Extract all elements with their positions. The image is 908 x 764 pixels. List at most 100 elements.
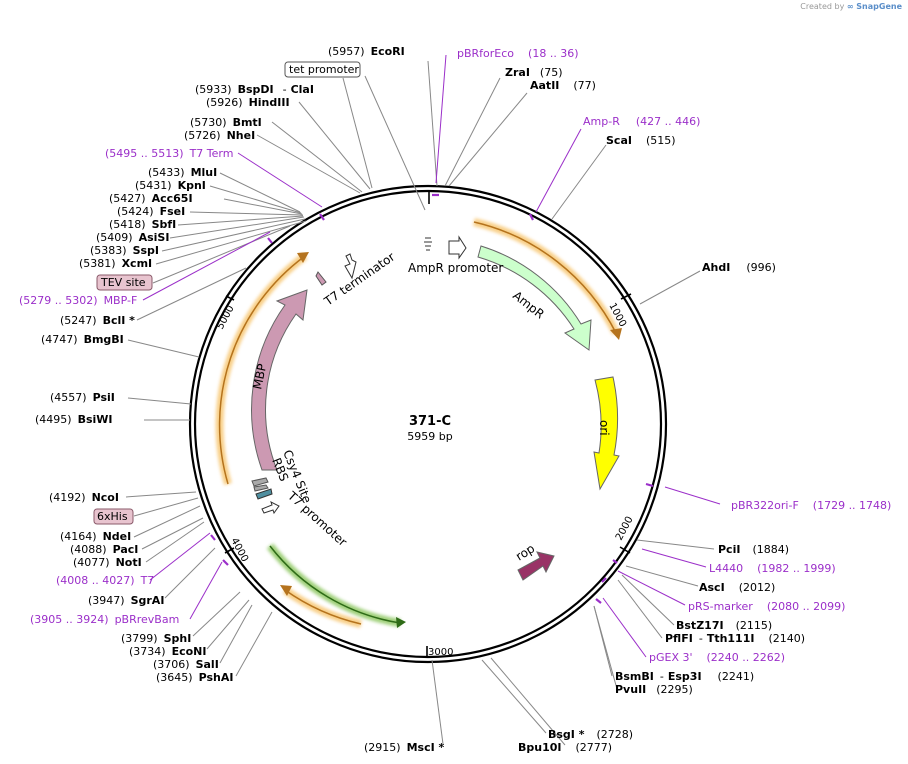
line-bpu10i (490, 657, 566, 746)
primer-mark-t7 (210, 534, 216, 541)
line-bmgbi (127, 339, 200, 358)
site-ahdi: AhdI(996) (702, 261, 776, 274)
line-paci (141, 517, 204, 550)
line-pvuii (593, 605, 618, 690)
primer-pbr322-name: pBR322ori-F (731, 499, 799, 512)
primer-ampr-range: (427 .. 446) (636, 115, 701, 128)
feature-t7-promoter-arrow (261, 501, 280, 515)
site-scai-name: ScaI (606, 134, 632, 147)
feature-rbs-mark (253, 484, 269, 492)
site-mlui-name: MluI (191, 166, 218, 179)
feature-ampr-arrow (477, 245, 592, 351)
primer-pbrforeco: pBRforEco(18 .. 36) (457, 47, 579, 60)
site-bspdi-name: BspDI (238, 83, 274, 96)
primer-mbpf-range: (5279 .. 5302) (19, 294, 98, 307)
primer-mbpf: (5279 .. 5302) MBP-F (19, 294, 137, 307)
site-asisi-pos: (5409) (96, 231, 133, 244)
site-ecori-pos: (5957) (328, 45, 365, 58)
site-asci-name: AscI (699, 581, 725, 594)
site-psii: (4557)PsiI (50, 391, 115, 404)
site-sbfi-name: SbfI (152, 218, 177, 231)
primer-prsmarker: pRS-marker(2080 .. 2099) (688, 600, 845, 613)
primer-pbrforeco-range: (18 .. 36) (528, 47, 579, 60)
site-hindiii-pos: (5926) (206, 96, 243, 109)
feature-label-ori: ori (597, 420, 611, 436)
line-msci (431, 659, 444, 745)
site-bpu10i: Bpu10I(2777) (518, 741, 612, 754)
site-bspdi: (5933)BspDI-ClaI (195, 83, 314, 96)
primer-pbrrevbam: (3905 .. 3924)pBRrevBam (30, 613, 179, 626)
feature-his-mark (255, 488, 273, 500)
primer-mbpf-name: MBP-F (104, 294, 138, 307)
site-sspi-name: SspI (133, 244, 159, 257)
site-nhei-name: NheI (227, 129, 256, 142)
primer-l4440-name: L4440 (709, 562, 743, 575)
site-scai: ScaI (515) (606, 134, 676, 147)
site-bsgi: BsgI *(2728) (548, 728, 633, 741)
primer-prsmarker-range: (2080 .. 2099) (767, 600, 846, 613)
line-ahdi (639, 270, 701, 305)
primer-pgex-name: pGEX 3' (649, 651, 693, 664)
tick-4000 (224, 547, 235, 554)
site-esp3i-name: Esp3I (668, 670, 702, 683)
feature-rop-arrow (517, 551, 555, 581)
primer-mark-pbr322 (645, 482, 654, 488)
site-xcmi-name: XcmI (122, 257, 153, 270)
site-psii-pos: (4557) (50, 391, 87, 404)
site-bspdi-pos: (5933) (195, 83, 232, 96)
site-aatii-name: AatII (530, 79, 559, 92)
primer-t7term: (5495 .. 5513)T7 Term (105, 147, 233, 160)
site-sspi: (5383)SspI (90, 244, 159, 257)
line-prsmarker (617, 570, 686, 606)
primer-t7: (4008 .. 4027)T7 (56, 574, 154, 587)
site-bsiwi: (4495)BsiWI (35, 413, 113, 426)
site-noti-pos: (4077) (73, 556, 110, 569)
backbone-inner (193, 189, 663, 659)
snapgene-logo: ∞ SnapGene (846, 2, 902, 11)
primer-t7-name: T7 (140, 574, 155, 587)
credit-brand: SnapGene (856, 2, 902, 11)
line-xcmi (155, 220, 307, 265)
site-paci-pos: (4088) (70, 543, 107, 556)
site-bcli: (5247)BclI * (60, 314, 135, 327)
line-ampr-primer (535, 128, 582, 213)
line-sphi (192, 591, 241, 637)
site-pshai-name: PshAI (199, 671, 234, 684)
site-paci: (4088)PacI (70, 543, 138, 556)
line-kpni (209, 185, 302, 214)
site-hindiii-name: HindIII (249, 96, 290, 109)
site-pvuii: PvuII(2295) (615, 683, 693, 696)
site-acc65i-name: Acc65I (152, 192, 193, 205)
site-econi: (3734)EcoNI (129, 645, 206, 658)
orf-ampr (473, 221, 617, 334)
site-ndei: (4164)NdeI (60, 530, 131, 543)
line-bstz17i (621, 574, 675, 626)
feature-label-ampr: AmpR (510, 288, 547, 321)
site-bsgi-name: BsgI * (548, 728, 585, 741)
site-scai-pos: (515) (646, 134, 676, 147)
feature-label-ampr-promoter: AmpR promoter (408, 261, 503, 275)
orf-green (269, 545, 401, 624)
site-fsei-pos: (5424) (117, 205, 154, 218)
line-ncoi (125, 491, 197, 498)
site-aatii: AatII(77) (530, 79, 596, 92)
line-aatii (448, 92, 528, 187)
site-zrai-pos: (75) (540, 66, 563, 79)
line-zrai (444, 77, 501, 187)
site-bmti: (5730)BmtI (190, 116, 262, 129)
site-kpni-pos: (5431) (135, 179, 172, 192)
site-pflfi-name: PflFI (665, 632, 693, 645)
site-kpni-name: KpnI (178, 179, 206, 192)
line-psii (127, 397, 192, 405)
site-bmgbi-pos: (4747) (41, 333, 78, 346)
tick-label-3000: 3000 (428, 647, 453, 658)
site-asisi: (5409)AsiSI (96, 231, 169, 244)
site-pshai-pos: (3645) (156, 671, 193, 684)
line-bspdi (342, 77, 373, 189)
site-pflfi-pos: (2140) (768, 632, 805, 645)
tick-1000 (620, 293, 632, 300)
site-mlui: (5433)MluI (148, 166, 217, 179)
site-bcli-pos: (5247) (60, 314, 97, 327)
feature-mbp-arrow (251, 289, 308, 471)
primer-ampr-name: Amp-R (583, 115, 620, 128)
